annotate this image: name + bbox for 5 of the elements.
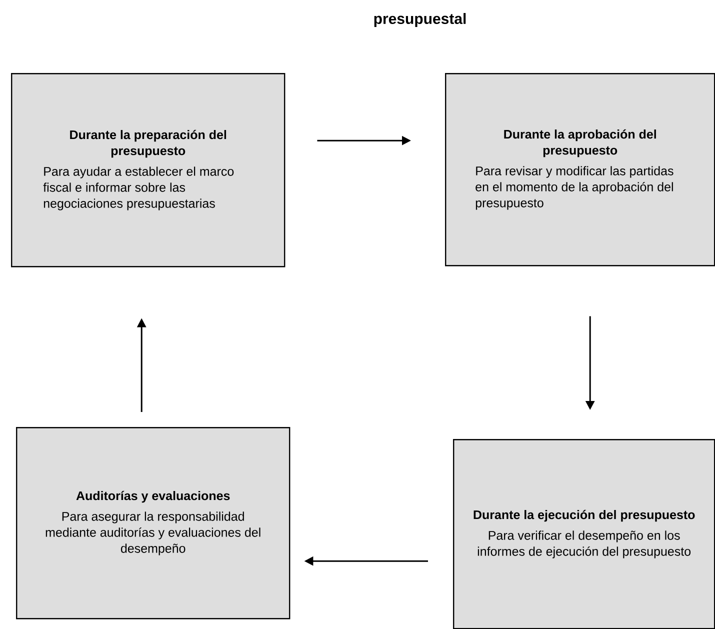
- process-box: Auditorías y evaluaciones Para asegurar la responsabilidad mediante auditorías y evaluaciones del desempeño: [16, 427, 290, 620]
- process-box: Durante la aprobación del presupuesto Para revisar y modificar las partidas en el momento de la aprobación del presupuesto: [445, 73, 715, 266]
- title: presupuestal: [374, 13, 466, 27]
- process-box: Durante la ejecución del presupuesto Para verificar el desempeño en los informes de ejecución del presupuesto: [453, 439, 715, 629]
- process-box: Durante la preparación del presupuesto Para ayudar a establecer el marco fiscal e informar sobre las negociaciones presupuestarias: [11, 73, 286, 268]
